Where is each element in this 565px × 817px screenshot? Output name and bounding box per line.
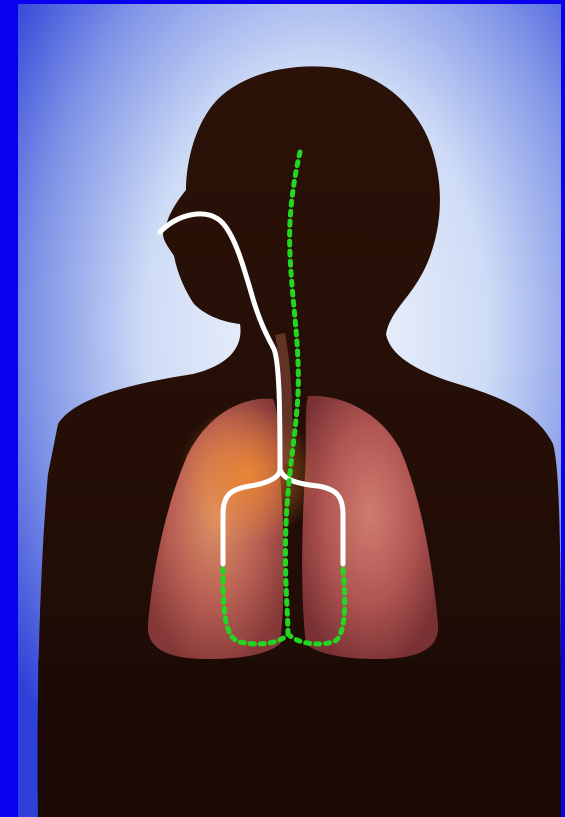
anatomy-illustration <box>18 4 561 817</box>
lower-torso-shadow <box>38 659 561 817</box>
anatomy-photo <box>18 4 561 817</box>
